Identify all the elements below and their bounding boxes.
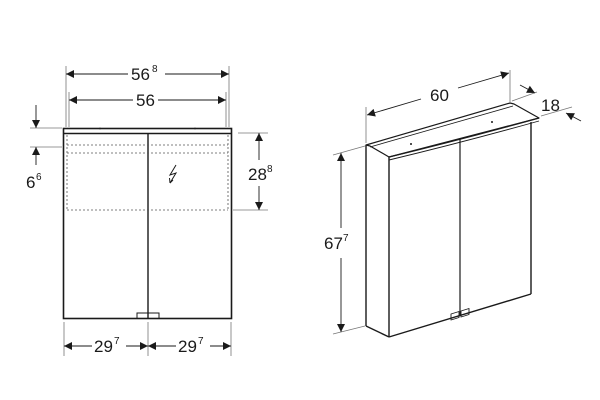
dim-light-height: 28 8 xyxy=(248,133,273,210)
front-view: 56 8 56 6 6 28 8 29 7 xyxy=(26,64,273,356)
svg-text:67: 67 xyxy=(324,234,343,253)
svg-text:8: 8 xyxy=(152,64,158,75)
dim-iso-width: 60 xyxy=(366,71,510,117)
svg-text:8: 8 xyxy=(267,164,273,175)
dim-width-inner: 56 xyxy=(69,91,226,110)
svg-text:7: 7 xyxy=(343,233,349,244)
dim-door-right: 29 7 xyxy=(148,336,231,356)
svg-text:60: 60 xyxy=(430,86,449,105)
svg-text:7: 7 xyxy=(198,336,204,347)
svg-text:56: 56 xyxy=(131,65,150,84)
svg-text:29: 29 xyxy=(94,337,113,356)
svg-text:28: 28 xyxy=(248,165,267,184)
dim-width-outer: 56 8 xyxy=(66,64,229,84)
svg-text:6: 6 xyxy=(26,173,35,192)
dim-door-left: 29 7 xyxy=(64,336,148,356)
svg-text:6: 6 xyxy=(36,172,42,183)
svg-text:56: 56 xyxy=(136,91,155,110)
lightning-bolt-icon xyxy=(168,164,178,184)
svg-text:29: 29 xyxy=(178,337,197,356)
dim-iso-height: 67 7 xyxy=(324,153,349,332)
dim-iso-depth: 18 xyxy=(519,84,582,122)
dim-top-offset: 6 6 xyxy=(26,105,42,192)
iso-view: 60 18 67 7 xyxy=(324,70,582,338)
svg-text:18: 18 xyxy=(541,96,560,115)
svg-text:7: 7 xyxy=(114,336,120,347)
